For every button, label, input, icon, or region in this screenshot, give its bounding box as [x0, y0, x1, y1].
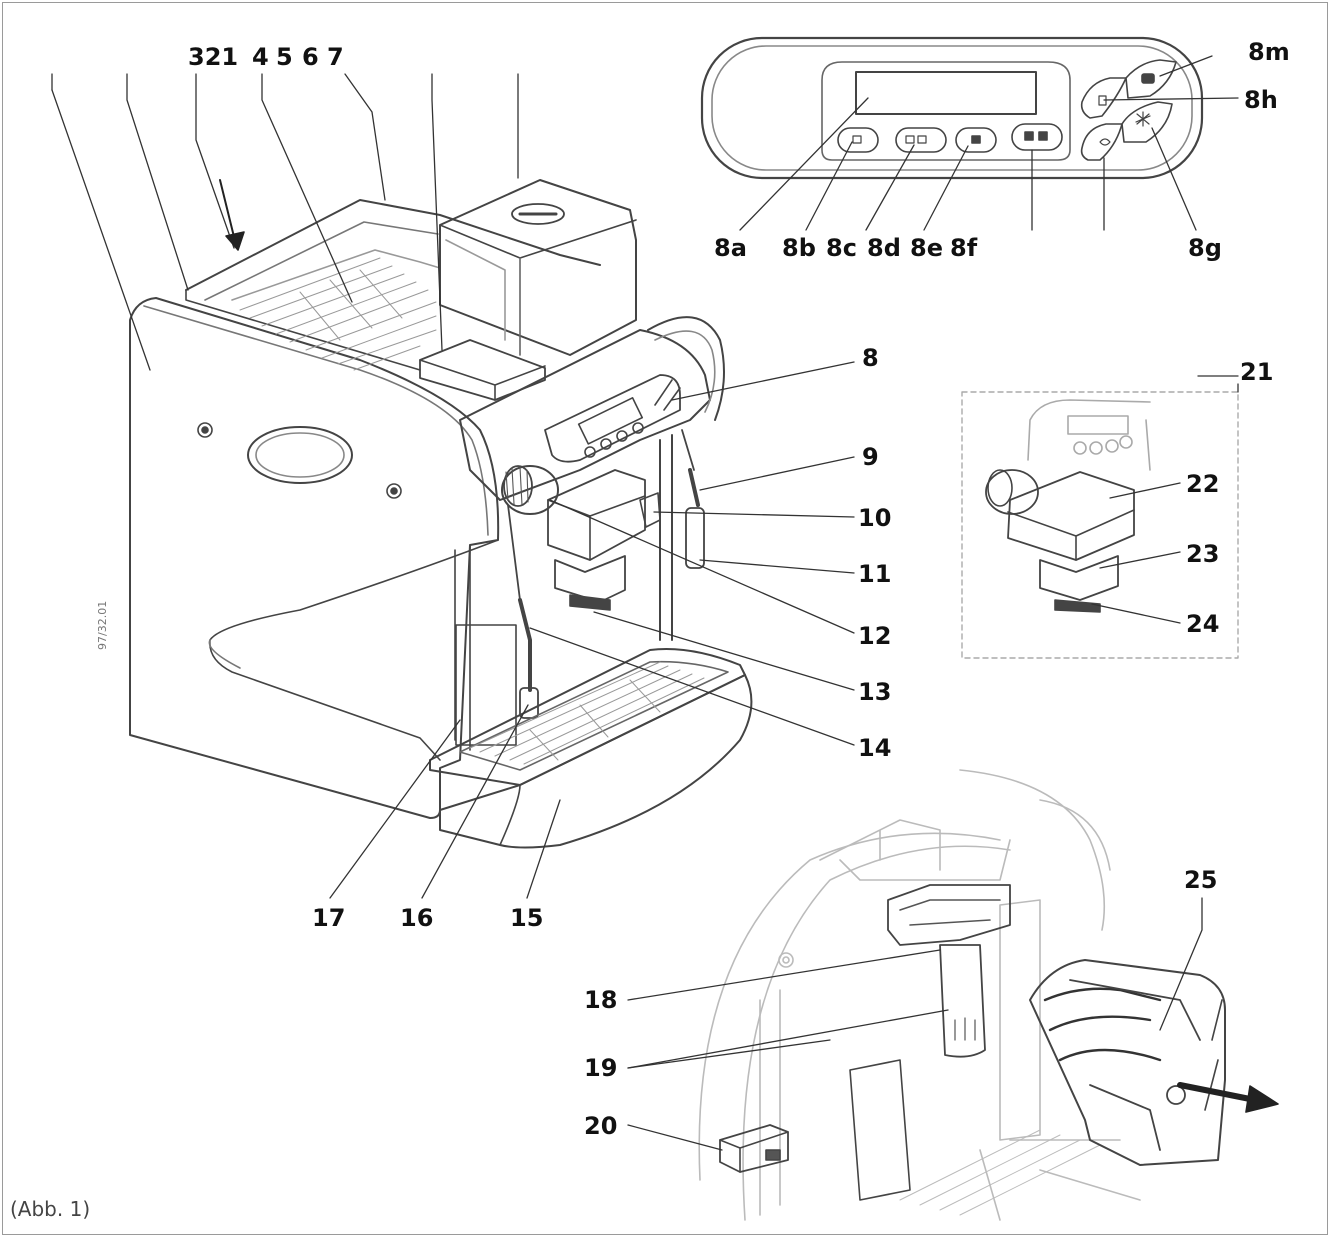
label-17: 17 — [312, 904, 346, 932]
label-8g: 8g — [1188, 234, 1222, 262]
panel-side-buttons — [1080, 59, 1177, 161]
label-8b: 8b — [782, 234, 816, 262]
label-13: 13 — [858, 678, 892, 706]
label-8h: 8h — [1244, 86, 1278, 114]
label-321: 321 — [188, 43, 239, 71]
lower-tray-grid — [899, 1129, 1101, 1216]
label-8m: 8m — [1248, 38, 1290, 66]
label-12: 12 — [858, 622, 892, 650]
main-machine — [51, 73, 855, 899]
label-7: 7 — [327, 43, 344, 71]
label-11: 11 — [858, 560, 892, 588]
label-8e: 8e — [910, 234, 943, 262]
label-19: 19 — [584, 1054, 618, 1082]
label-15: 15 — [510, 904, 544, 932]
drip-tray-grid — [469, 661, 705, 765]
panel-buttons-row — [837, 123, 1063, 153]
label-8a: 8a — [714, 234, 747, 262]
label-9: 9 — [862, 443, 879, 471]
hopper-grid — [239, 257, 437, 371]
label-8: 8 — [862, 344, 879, 372]
knob-ribs — [505, 466, 529, 506]
panel-leaders — [739, 55, 1239, 231]
label-20: 20 — [584, 1112, 618, 1140]
figure-caption: (Abb. 1) — [10, 1197, 91, 1221]
label-10: 10 — [858, 504, 892, 532]
label-6: 6 — [302, 43, 319, 71]
label-25: 25 — [1184, 866, 1218, 894]
control-panel-detail — [700, 36, 1239, 231]
brew-leaders — [627, 897, 1203, 1151]
label-14: 14 — [858, 734, 892, 762]
detail-21-leaders — [1091, 482, 1181, 624]
side-code: 97/32.01 — [96, 600, 109, 650]
label-8f: 8f — [950, 234, 978, 262]
label-16: 16 — [400, 904, 434, 932]
label-18: 18 — [584, 986, 618, 1014]
label-5: 5 — [276, 43, 293, 71]
label-23: 23 — [1186, 540, 1220, 568]
brew-unit-detail — [698, 769, 1141, 1221]
label-24: 24 — [1186, 610, 1220, 638]
label-8d: 8d — [867, 234, 901, 262]
main-leaders — [51, 73, 855, 899]
detail-21-box — [961, 375, 1239, 659]
label-8c: 8c — [826, 234, 857, 262]
brew-group-parts — [627, 884, 1279, 1173]
label-21: 21 — [1240, 358, 1274, 386]
label-22: 22 — [1186, 470, 1220, 498]
label-4: 4 — [252, 43, 269, 71]
